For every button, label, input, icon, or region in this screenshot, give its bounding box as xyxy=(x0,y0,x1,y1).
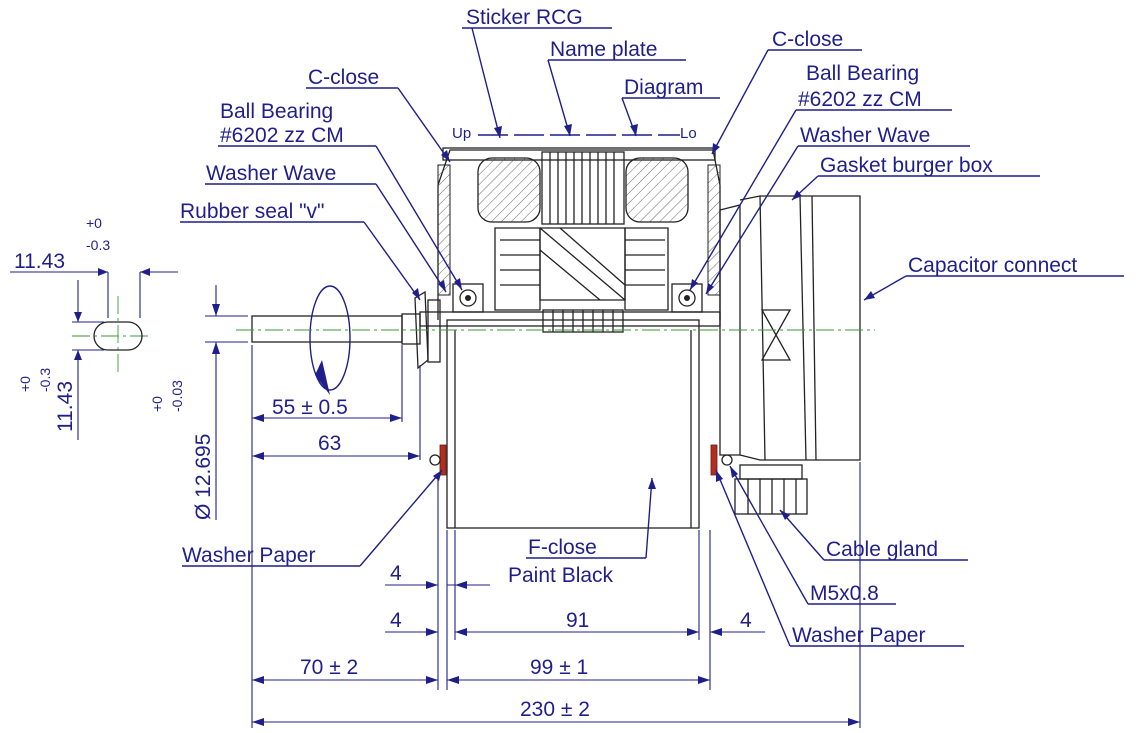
label-gasket-burger-box: Gasket burger box xyxy=(820,154,993,177)
label-rubber-seal: Rubber seal "v" xyxy=(180,200,324,223)
dim-tol-side-minus: -0.3 xyxy=(37,368,53,392)
dim-91: 91 xyxy=(566,609,589,632)
shaft-diameter-dim xyxy=(205,285,248,520)
dim-tol-side-plus: +0 xyxy=(17,376,33,392)
dim-99: 99 ± 1 xyxy=(530,656,588,679)
dim-230: 230 ± 2 xyxy=(520,698,590,721)
label-f-close: F-close xyxy=(528,536,597,559)
label-ball-bearing-right-1: Ball Bearing xyxy=(806,62,919,85)
shaft xyxy=(251,290,441,370)
bearing-right xyxy=(671,283,703,313)
label-up: Up xyxy=(452,125,471,142)
shaft-cross-section xyxy=(10,268,178,440)
label-lo: Lo xyxy=(680,125,697,142)
label-name-plate: Name plate xyxy=(550,38,657,61)
dim-11-43-side: 11.43 xyxy=(54,381,77,432)
label-paint-black: Paint Black xyxy=(508,564,614,587)
dim-tol-top-plus: +0 xyxy=(86,215,102,231)
label-ball-bearing-right-2: #6202 zz CM xyxy=(798,88,922,111)
leader-lines xyxy=(180,27,1124,647)
dim-tol-top-minus: -0.3 xyxy=(86,237,110,253)
motor-body xyxy=(419,147,721,529)
motor-housing xyxy=(446,319,700,529)
dim-4-b: 4 xyxy=(390,609,402,632)
label-washer-wave-left: Washer Wave xyxy=(206,162,336,185)
rotor xyxy=(494,227,669,333)
label-ball-bearing-left-2: #6202 zz CM xyxy=(220,124,344,147)
label-ball-bearing-left-1: Ball Bearing xyxy=(220,100,333,123)
label-washer-paper-right: Washer Paper xyxy=(792,624,925,647)
label-m5x08: M5x0.8 xyxy=(810,582,879,605)
capacitor-symbol xyxy=(760,309,792,361)
label-washer-paper-left: Washer Paper xyxy=(182,544,315,567)
winding-left xyxy=(477,157,541,223)
label-c-close-left: C-close xyxy=(308,66,379,89)
winding-right xyxy=(625,157,689,223)
shaft-inner xyxy=(419,311,721,327)
capacitor-box xyxy=(719,195,861,515)
washer-paper-right-mark xyxy=(710,444,718,476)
dim-63: 63 xyxy=(318,432,341,455)
dim-55: 55 ± 0.5 xyxy=(272,396,348,419)
rotation-indicator xyxy=(309,285,351,395)
dim-70: 70 ± 2 xyxy=(300,656,358,679)
dim-tol-shaft-minus: -0.03 xyxy=(169,380,185,412)
dim-tol-shaft-plus: +0 xyxy=(149,396,165,412)
label-washer-wave-right: Washer Wave xyxy=(800,124,930,147)
dim-4-a: 4 xyxy=(390,562,402,585)
label-sticker-rcg: Sticker RCG xyxy=(466,6,583,29)
bearing-left xyxy=(452,283,484,313)
label-diagram: Diagram xyxy=(624,76,703,99)
label-capacitor-connect: Capacitor connect xyxy=(908,254,1077,277)
label-cable-gland: Cable gland xyxy=(826,538,938,561)
dim-shaft-diameter: Ø 12.695 xyxy=(192,434,215,520)
cable-gland-part xyxy=(734,464,808,515)
dim-11-43-top: 11.43 xyxy=(14,250,65,273)
stator-laminations xyxy=(541,151,625,225)
dimension-lines xyxy=(251,345,861,728)
dim-4-c: 4 xyxy=(740,609,752,632)
label-c-close-right: C-close xyxy=(772,28,843,51)
